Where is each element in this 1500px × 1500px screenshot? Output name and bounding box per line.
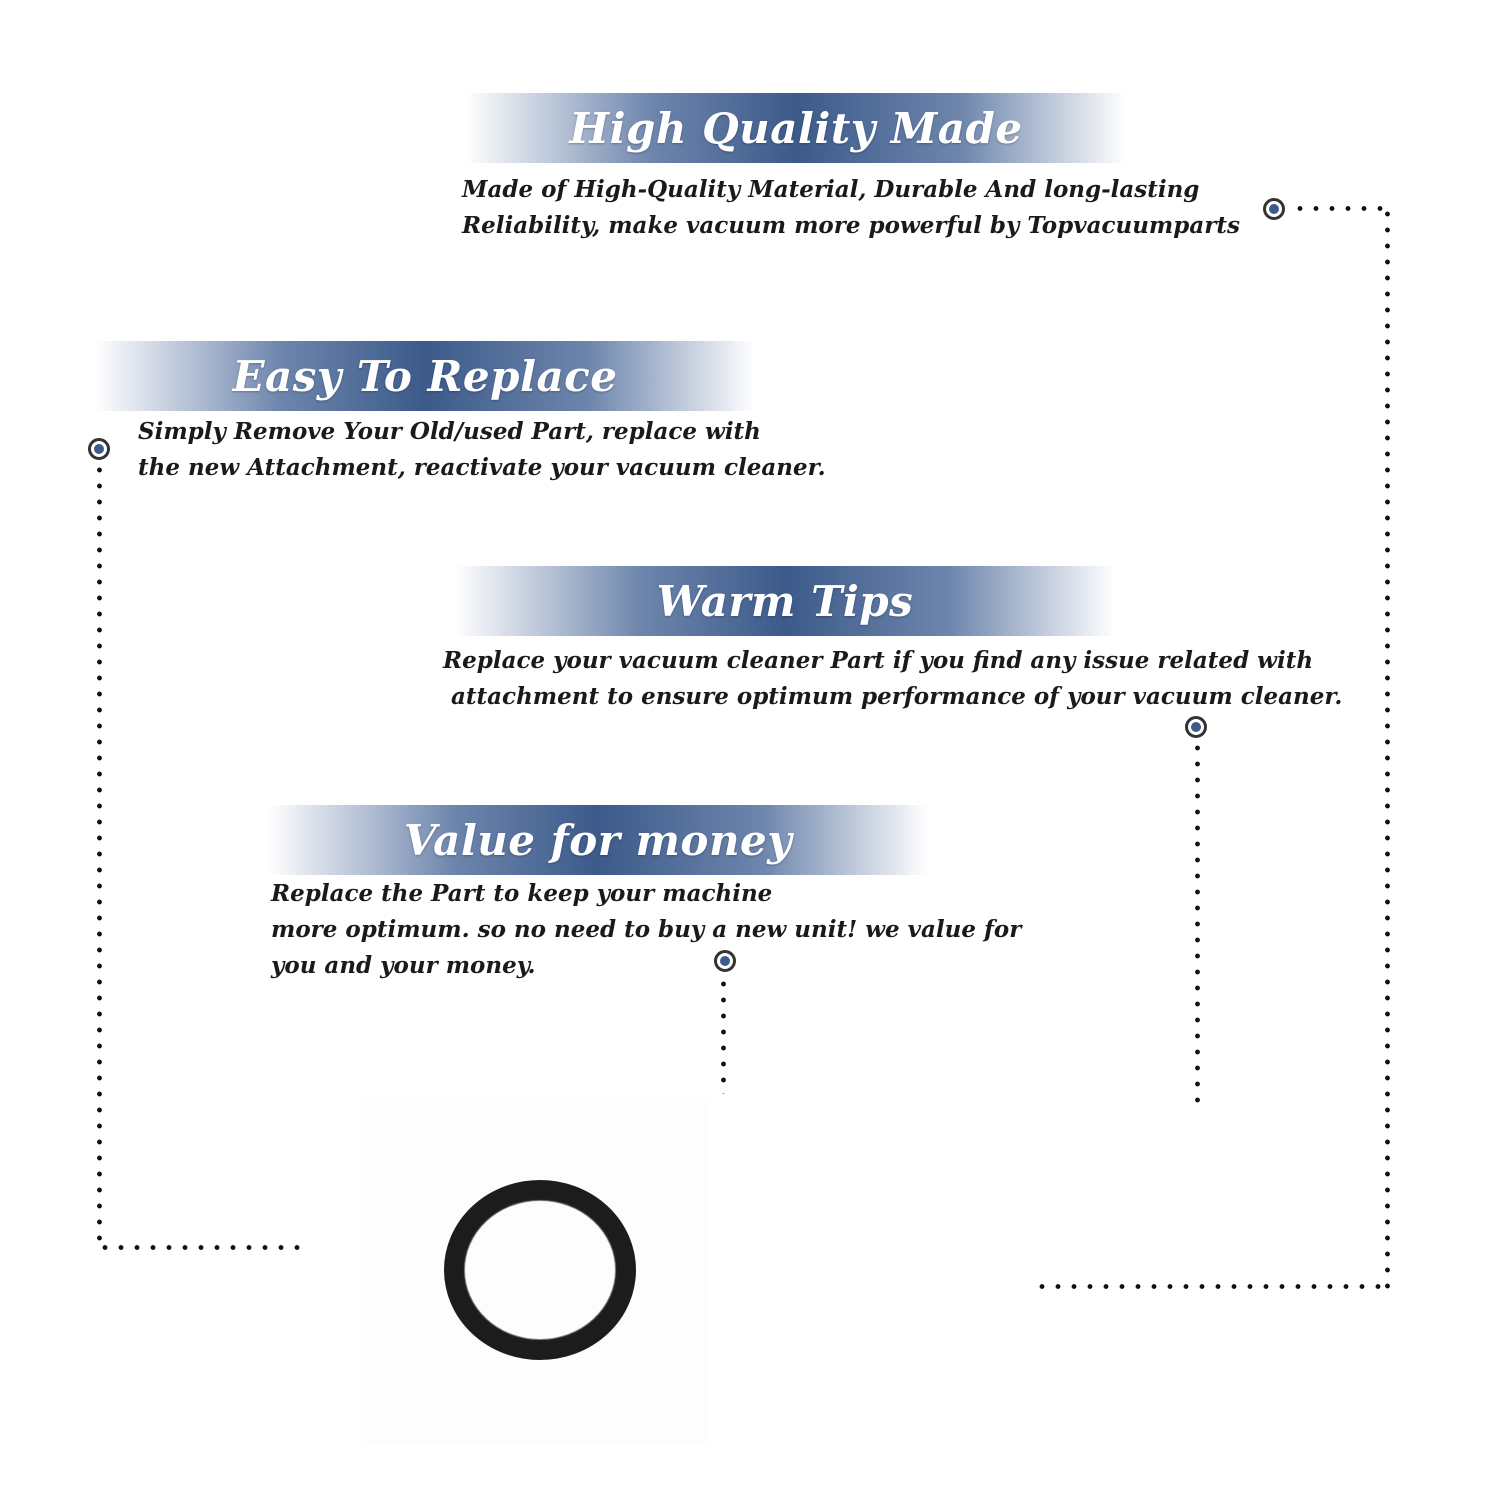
description-line: Reliability, make vacuum more powerful b… bbox=[462, 212, 1240, 239]
dotted-connector bbox=[1292, 206, 1390, 211]
banner-easy-to-replace: Easy To Replace bbox=[95, 341, 755, 411]
product-image bbox=[362, 1098, 708, 1444]
section-title: Warm Tips bbox=[656, 576, 914, 626]
dotted-connector bbox=[97, 462, 102, 1250]
connector-marker-icon bbox=[88, 438, 110, 460]
dotted-connector bbox=[97, 1245, 301, 1250]
banner-value-for-money: Value for money bbox=[268, 805, 928, 875]
dotted-connector bbox=[1034, 1284, 1390, 1289]
description-line: the new Attachment, reactivate your vacu… bbox=[138, 454, 826, 481]
description-line: Replace the Part to keep your machine bbox=[271, 880, 773, 907]
rubber-gasket-ring-icon bbox=[444, 1180, 636, 1360]
section-description-value-for-money: Replace the Part to keep your machine mo… bbox=[271, 876, 1021, 984]
section-title: Easy To Replace bbox=[232, 351, 618, 401]
connector-marker-icon bbox=[1263, 198, 1285, 220]
description-line: Simply Remove Your Old/used Part, replac… bbox=[138, 418, 761, 445]
dotted-connector bbox=[1385, 206, 1390, 1292]
dotted-connector bbox=[721, 976, 726, 1094]
description-line: you and your money. bbox=[271, 952, 536, 979]
banner-high-quality-made: High Quality Made bbox=[466, 93, 1126, 163]
dotted-connector bbox=[1195, 740, 1200, 1112]
connector-marker-icon bbox=[1185, 716, 1207, 738]
banner-warm-tips: Warm Tips bbox=[455, 566, 1115, 636]
section-description-warm-tips: Replace your vacuum cleaner Part if you … bbox=[443, 643, 1342, 715]
section-title: Value for money bbox=[403, 815, 793, 865]
connector-marker-icon bbox=[714, 950, 736, 972]
description-line: Replace your vacuum cleaner Part if you … bbox=[443, 647, 1314, 674]
description-line: Made of High-Quality Material, Durable A… bbox=[462, 176, 1200, 203]
section-description-high-quality: Made of High-Quality Material, Durable A… bbox=[462, 172, 1240, 244]
description-line: more optimum. so no need to buy a new un… bbox=[271, 916, 1022, 943]
description-line: attachment to ensure optimum performance… bbox=[443, 683, 1343, 710]
section-title: High Quality Made bbox=[569, 103, 1023, 153]
section-description-easy-replace: Simply Remove Your Old/used Part, replac… bbox=[138, 414, 826, 486]
